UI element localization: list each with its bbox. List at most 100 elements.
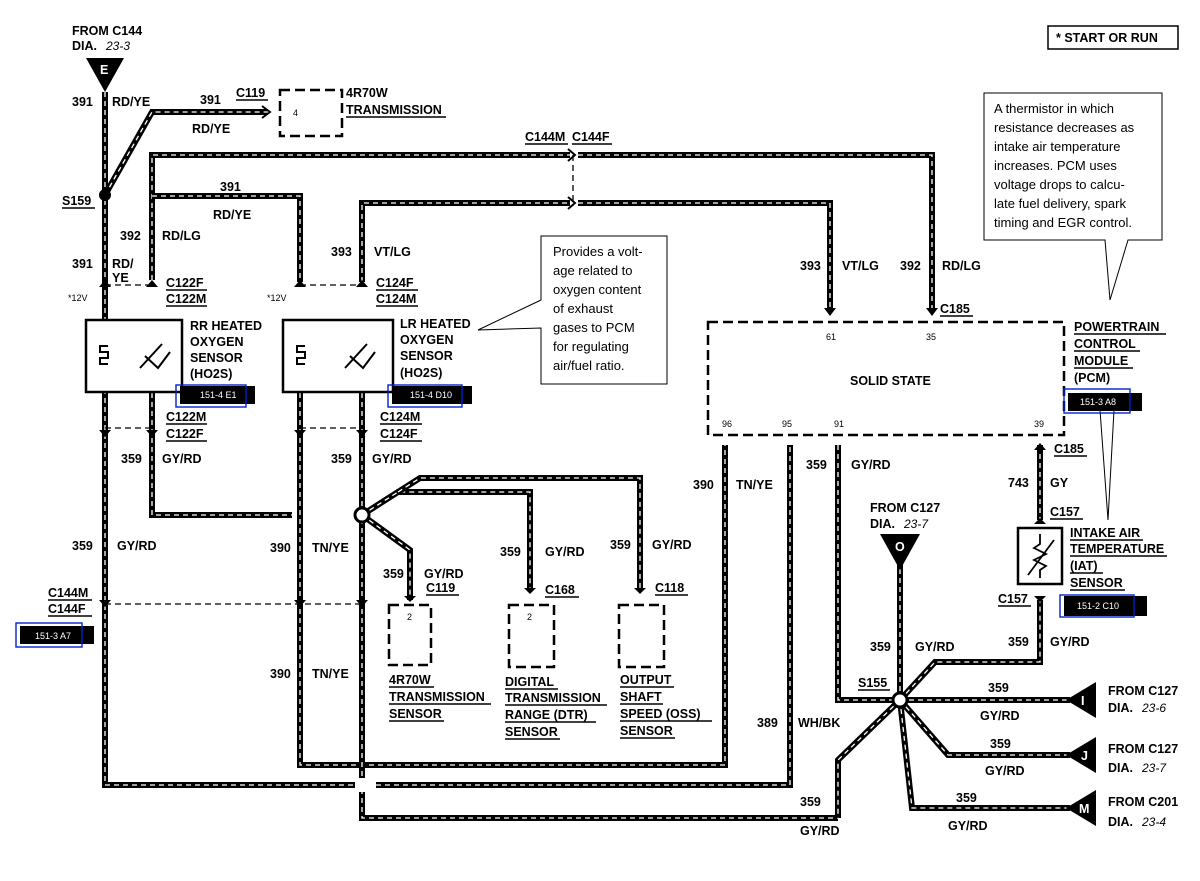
from-c127-i-dia-prefix: DIA.	[1108, 701, 1133, 715]
svg-text:TN/YE: TN/YE	[736, 478, 773, 492]
svg-text:RD/: RD/	[112, 257, 134, 271]
from-c127-j-dia: 23-7	[1141, 761, 1167, 775]
trans-sensor-box	[387, 603, 433, 667]
lr-ref-text: 151-4 D10	[410, 390, 452, 400]
svg-text:390: 390	[693, 478, 714, 492]
iat-ref-badge[interactable]	[1064, 596, 1147, 616]
thermistor-note-callout	[983, 92, 1163, 301]
c144m-top: C144M	[525, 130, 565, 144]
rr-conn-bot-2: C122F	[166, 427, 204, 441]
svg-text:RD/YE: RD/YE	[192, 122, 230, 136]
svg-text:resistance decreases as: resistance decreases as	[994, 120, 1135, 135]
svg-text:GY/RD: GY/RD	[652, 538, 692, 552]
svg-text:GY/RD: GY/RD	[915, 640, 955, 654]
svg-text:393: 393	[800, 259, 821, 273]
connector-i-icon	[1066, 682, 1096, 718]
pcm-pin-95: 95	[782, 419, 792, 429]
start-or-run-text: * START OR RUN	[1056, 31, 1158, 45]
pcm-pin-39: 39	[1034, 419, 1044, 429]
iat-conn-bot: C157	[998, 592, 1028, 606]
from-c127-j-title: FROM C127	[1108, 742, 1178, 756]
svg-text:359: 359	[1008, 635, 1029, 649]
iat-conn-top: C157	[1050, 505, 1080, 519]
c144f-left: C144F	[48, 602, 86, 616]
dtr-sensor-name-1: DIGITAL	[505, 675, 554, 689]
iat-name-2: TEMPERATURE	[1070, 542, 1164, 556]
lr-variable-resistor-icon	[344, 343, 376, 370]
svg-text:of exhaust: of exhaust	[553, 301, 613, 316]
oss-sensor-name-4: SENSOR	[620, 724, 673, 738]
lr-ref-badge[interactable]	[392, 386, 472, 404]
svg-text:for regulating: for regulating	[553, 339, 629, 354]
pcm-ref-badge[interactable]	[1068, 393, 1142, 411]
connector-e-icon	[86, 58, 124, 92]
connector-i-letter: I	[1081, 694, 1084, 708]
pcm-conn-top: C185	[940, 302, 970, 316]
trans-sensor-name-3: SENSOR	[389, 707, 442, 721]
svg-text:391: 391	[72, 257, 93, 271]
connector-o-letter: O	[895, 540, 905, 554]
trans-sensor-name-2: TRANSMISSION	[389, 690, 485, 704]
rr-conn-top-2: C122M	[166, 292, 206, 306]
trans-top-name2: TRANSMISSION	[346, 103, 442, 117]
trans-sensor-pin: 2	[407, 612, 412, 622]
from-c127-i-dia: 23-6	[1141, 701, 1166, 715]
lr-conn-bot-1: C124M	[380, 410, 420, 424]
svg-text:timing and EGR control.: timing and EGR control.	[994, 215, 1132, 230]
lr-conn-bot-2: C124F	[380, 427, 418, 441]
pcm-pin-91: 91	[834, 419, 844, 429]
svg-text:RD/YE: RD/YE	[112, 95, 150, 109]
connector-o-icon	[880, 534, 920, 570]
trans-sensor-connector: C119	[426, 581, 455, 595]
svg-text:359: 359	[990, 737, 1011, 751]
c144-ref-badge[interactable]	[20, 626, 94, 644]
svg-text:391: 391	[72, 95, 93, 109]
svg-text:359: 359	[121, 452, 142, 466]
rr-variable-resistor-icon	[139, 343, 171, 370]
svg-text:359: 359	[988, 681, 1009, 695]
splice-s155-label: S155	[858, 676, 887, 690]
svg-text:359: 359	[610, 538, 631, 552]
o2-note-text: Provides a volt- age related to oxygen c…	[553, 244, 643, 373]
wire-393	[359, 200, 570, 282]
pcm-box	[706, 320, 1066, 437]
pcm-name-4: (PCM)	[1074, 371, 1110, 385]
from-c127-o-title: FROM C127	[870, 501, 940, 515]
svg-text:391: 391	[220, 180, 241, 194]
svg-text:393: 393	[331, 245, 352, 259]
from-c127-j-dia-prefix: DIA.	[1108, 761, 1133, 775]
svg-text:359: 359	[956, 791, 977, 805]
splice-s159-dot	[99, 189, 111, 201]
svg-text:YE: YE	[112, 271, 129, 285]
connector-m-icon	[1066, 790, 1096, 826]
svg-text:390: 390	[270, 667, 291, 681]
connector-j-icon	[1066, 737, 1096, 773]
lr-plus-label: *12V	[267, 293, 287, 303]
svg-text:GY/RD: GY/RD	[851, 458, 891, 472]
connector-j-letter: J	[1081, 749, 1088, 763]
from-c127-o-dia: 23-7	[903, 517, 929, 531]
svg-text:390: 390	[270, 541, 291, 555]
svg-text:RD/LG: RD/LG	[162, 229, 201, 243]
dtr-sensor-connector: C168	[545, 583, 575, 597]
dtr-sensor-name-2: TRANSMISSION	[505, 691, 601, 705]
rr-ref-badge[interactable]	[180, 386, 255, 404]
svg-text:359: 359	[806, 458, 827, 472]
pcm-pin-96: 96	[722, 419, 732, 429]
svg-text:RD/LG: RD/LG	[942, 259, 981, 273]
trans-top-pin: 4	[293, 108, 298, 118]
lr-heater-icon	[296, 345, 306, 365]
svg-text:voltage drops to calcu-: voltage drops to calcu-	[994, 177, 1125, 192]
rr-name-3: SENSOR	[190, 351, 243, 365]
rr-plus-label: *12V	[68, 293, 88, 303]
pcm-pin-35: 35	[926, 332, 936, 342]
svg-text:GY/RD: GY/RD	[424, 567, 464, 581]
svg-text:GY: GY	[1050, 476, 1069, 490]
wire-359-trans	[360, 512, 413, 600]
svg-text:359: 359	[331, 452, 352, 466]
wire-359-pcm	[835, 445, 900, 703]
from-c144-dia-prefix: DIA.	[72, 39, 97, 53]
pcm-ref-text: 151-3 A8	[1080, 397, 1116, 407]
dtr-sensor-name-4: SENSOR	[505, 725, 558, 739]
